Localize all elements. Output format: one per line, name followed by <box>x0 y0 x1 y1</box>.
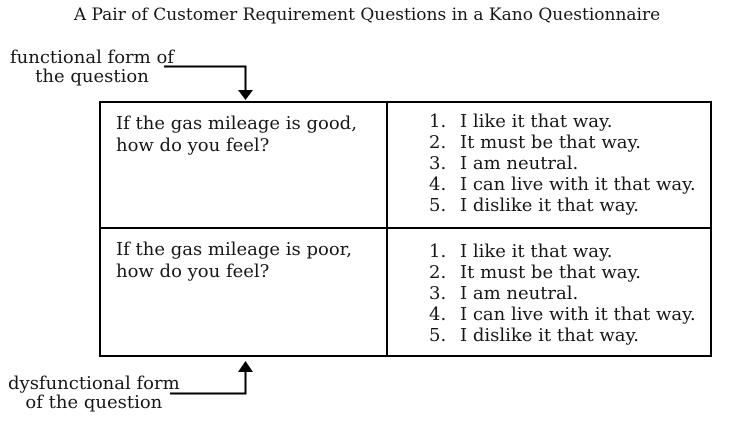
option-item: 1. I like it that way. <box>429 111 706 132</box>
option-text: It must be that way. <box>460 132 641 153</box>
option-text: I like it that way. <box>460 111 613 132</box>
option-number: 1. <box>429 111 447 132</box>
dysfunctional-form-label: dysfunctional form of the question <box>8 374 180 412</box>
dysfunctional-form-label-line2: of the question <box>25 392 163 413</box>
option-text: I dislike it that way. <box>460 195 640 216</box>
option-number: 2. <box>429 132 447 153</box>
option-number: 3. <box>429 153 447 174</box>
functional-form-label-line2: the question <box>35 66 149 87</box>
option-item: 4. I can live with it that way. <box>429 304 706 325</box>
dysfunctional-question-line2: how do you feel? <box>116 261 270 282</box>
functional-question-line2: how do you feel? <box>116 135 270 156</box>
option-text: I am neutral. <box>460 283 579 304</box>
options-cell-dysfunctional: 1. I like it that way. 2. It must be that … <box>388 229 710 355</box>
option-number: 5. <box>429 195 447 216</box>
option-number: 5. <box>429 325 447 346</box>
functional-form-label-line1: functional form of <box>10 47 174 68</box>
figure-title: A Pair of Customer Requirement Questions… <box>73 5 661 25</box>
option-item: 1. I like it that way. <box>429 241 706 262</box>
question-cell-functional: If the gas mileage is good, how do you f… <box>101 103 388 229</box>
functional-form-label: functional form of the question <box>10 48 174 86</box>
option-text: It must be that way. <box>460 262 641 283</box>
option-text: I can live with it that way. <box>460 304 696 325</box>
option-number: 4. <box>429 304 447 325</box>
option-number: 4. <box>429 174 447 195</box>
option-text: I can live with it that way. <box>460 174 696 195</box>
option-item: 2. It must be that way. <box>429 262 706 283</box>
option-item: 5. I dislike it that way. <box>429 195 706 216</box>
option-text: I dislike it that way. <box>460 325 640 346</box>
question-cell-dysfunctional: If the gas mileage is poor, how do you f… <box>101 229 388 355</box>
kano-question-table: If the gas mileage is good, how do you f… <box>99 101 712 357</box>
option-number: 1. <box>429 241 447 262</box>
option-text: I like it that way. <box>460 241 613 262</box>
option-number: 2. <box>429 262 447 283</box>
option-item: 3. I am neutral. <box>429 153 706 174</box>
option-item: 5. I dislike it that way. <box>429 325 706 346</box>
functional-arrow <box>164 65 253 100</box>
dysfunctional-arrow <box>170 361 253 395</box>
dysfunctional-question-line1: If the gas mileage is poor, <box>116 239 353 260</box>
dysfunctional-form-label-line1: dysfunctional form <box>8 373 180 394</box>
options-cell-functional: 1. I like it that way. 2. It must be that … <box>388 103 710 229</box>
option-number: 3. <box>429 283 447 304</box>
option-item: 3. I am neutral. <box>429 283 706 304</box>
option-text: I am neutral. <box>460 153 579 174</box>
option-item: 4. I can live with it that way. <box>429 174 706 195</box>
option-item: 2. It must be that way. <box>429 132 706 153</box>
functional-question-line1: If the gas mileage is good, <box>116 113 357 134</box>
